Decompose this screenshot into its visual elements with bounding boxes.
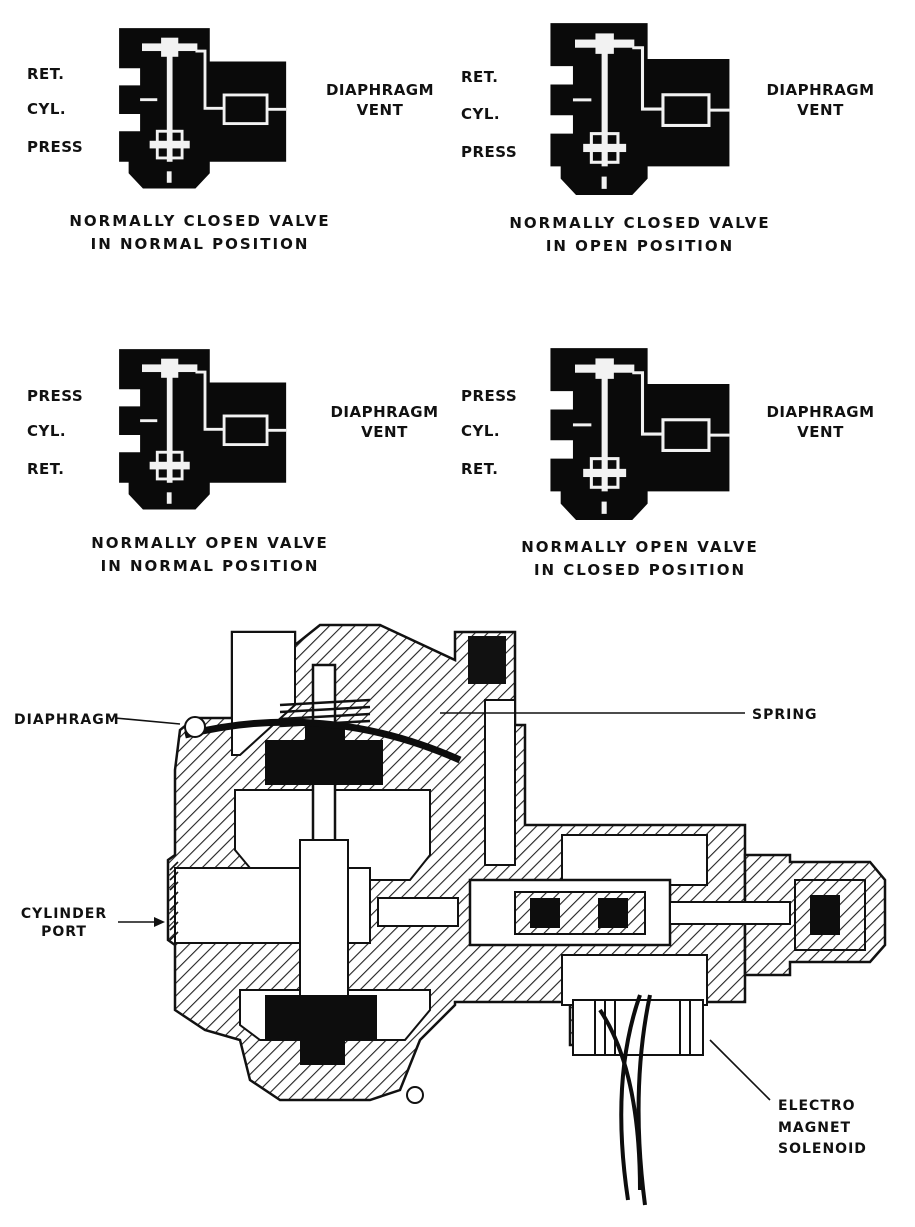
panel-caption: NORMALLY OPEN VALVE IN CLOSED POSITION [521, 538, 759, 580]
panel-caption: NORMALLY CLOSED VALVE IN OPEN POSITION [509, 214, 771, 256]
panel-caption: NORMALLY CLOSED VALVE IN NORMAL POSITION [69, 212, 331, 254]
port-label-top: PRESS [27, 387, 84, 405]
diaphragm-label: DIAPHRAGM [14, 712, 120, 728]
valve-illustration [100, 12, 310, 197]
port-label-mid: CYL. [27, 422, 67, 440]
diaphragm-vent-label: DIAPHRAGM VENT [325, 81, 435, 120]
diaphragm-vent-label: DIAPHRAGM VENT [766, 403, 875, 442]
diaphragm-vent-label: DIAPHRAGM VENT [330, 403, 439, 442]
port-label-mid: CYL. [461, 105, 501, 123]
solenoid-label: ELECTRO MAGNET SOLENOID [778, 1098, 867, 1158]
cylinder-port-label: CYLINDER PORT [20, 906, 108, 941]
valve-illustration [530, 335, 755, 525]
port-label-bottom: PRESS [461, 143, 518, 161]
solenoid-valve-cutaway [114, 623, 887, 1206]
port-label-top: RET. [27, 65, 65, 83]
valve-illustration [100, 333, 310, 518]
diaphragm-vent-label: DIAPHRAGM VENT [766, 81, 875, 120]
port-label-top: RET. [461, 68, 499, 86]
port-label-bottom: PRESS [27, 138, 84, 156]
valve-illustration [530, 10, 755, 200]
port-label-top: PRESS [461, 387, 518, 405]
spring-label: SPRING [752, 707, 818, 723]
panel-caption: NORMALLY OPEN VALVE IN NORMAL POSITION [91, 534, 329, 576]
port-label-bottom: RET. [27, 460, 65, 478]
port-label-mid: CYL. [27, 100, 67, 118]
port-label-bottom: RET. [461, 460, 499, 478]
port-label-mid: CYL. [461, 422, 501, 440]
